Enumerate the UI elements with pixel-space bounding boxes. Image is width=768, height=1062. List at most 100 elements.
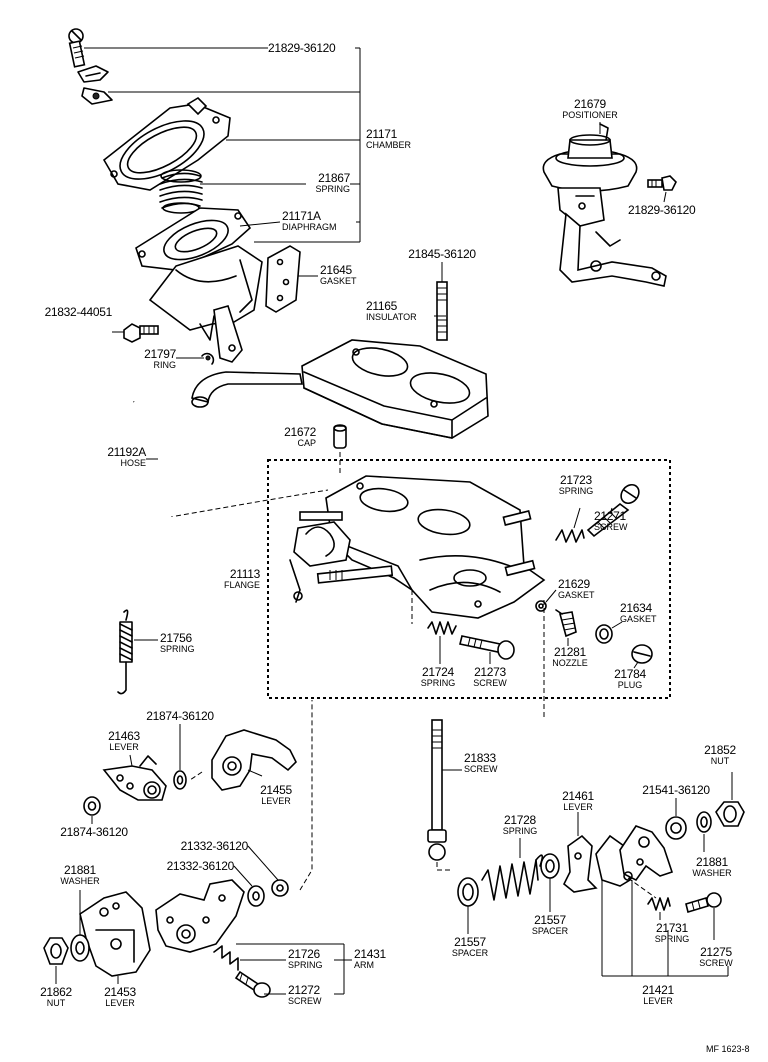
- flange-21113: [289, 475, 546, 619]
- label-21845-36120: 21845-36120: [408, 247, 476, 261]
- leader-21455: [247, 769, 263, 777]
- nut-21852: [715, 801, 745, 827]
- spring-21728: [481, 854, 544, 901]
- screw-21272: [234, 970, 271, 998]
- nut-21862: [43, 937, 69, 965]
- dash-21332: [299, 700, 313, 891]
- spring-21726: [213, 945, 239, 971]
- spring-21756: [117, 609, 133, 695]
- washer-21874-top: [173, 770, 187, 790]
- positioner-21679: [542, 123, 667, 287]
- spacer-21557-front: [457, 877, 479, 907]
- leader-21629: [545, 589, 557, 603]
- cap-21672: [333, 424, 347, 449]
- label-21332-36120-b: 21332-36120: [166, 859, 235, 873]
- nozzle-21281: [555, 609, 577, 638]
- spring-21731: [647, 897, 671, 911]
- chamber-21171: [102, 96, 231, 191]
- spring-21724: [427, 621, 457, 635]
- label-21874-36120-left: 21874-36120: [60, 825, 128, 839]
- screw-21829-right: [647, 175, 677, 191]
- lever-21453: [79, 891, 151, 977]
- washer-21332-a: [271, 879, 289, 897]
- arm-21431: [155, 879, 245, 953]
- washer-21881-right: [696, 811, 712, 833]
- insulator-21165: [191, 339, 489, 439]
- label-21874-36120-top: 21874-36120: [146, 709, 214, 723]
- clip-part: [77, 65, 113, 105]
- leader-21271: [609, 507, 613, 515]
- leaders-top-left: [84, 47, 361, 359]
- stud-21845: [436, 281, 448, 341]
- plug-21784: [631, 644, 653, 664]
- screw-21271: [586, 483, 640, 538]
- washer-21541: [665, 816, 687, 840]
- label-21829-36120-right: 21829-36120: [628, 203, 696, 217]
- spring-21723: [555, 529, 585, 543]
- label-21829-36120-top: 21829-36120: [268, 41, 336, 55]
- screw-21273: [459, 635, 515, 660]
- ring-21797: [201, 352, 215, 365]
- figure-code: MF 1623-8: [706, 1044, 750, 1054]
- washer-21881-left: [70, 934, 90, 962]
- gasket-21645: [265, 245, 301, 313]
- lever-21461: [562, 834, 598, 893]
- washer-21332-b: [247, 885, 265, 907]
- screw-21829-top: [68, 28, 86, 68]
- spacer-21557-back: [540, 853, 560, 879]
- leader-21784: [633, 661, 639, 669]
- leader-screw-right: [663, 191, 667, 203]
- lever-21463: [102, 755, 167, 801]
- leader-21634: [611, 621, 623, 629]
- screw-21275: [685, 892, 722, 914]
- leader-21723: [573, 507, 581, 529]
- diaphragm-housing: [148, 245, 263, 363]
- label-21332-36120-a: 21332-36120: [180, 839, 249, 853]
- lever-21455: [211, 729, 297, 791]
- dash-21455: [189, 771, 203, 781]
- spring-21867: [159, 169, 203, 214]
- hose-21192A: [132, 400, 174, 517]
- gasket-21634: [595, 624, 613, 644]
- dash-21833-b: [436, 862, 452, 871]
- label-21541-36120: 21541-36120: [642, 783, 710, 797]
- leader-21463: [129, 754, 133, 767]
- lever-21421: [595, 825, 674, 887]
- leader-21332-a: [247, 845, 279, 881]
- bolt-21832: [123, 323, 159, 343]
